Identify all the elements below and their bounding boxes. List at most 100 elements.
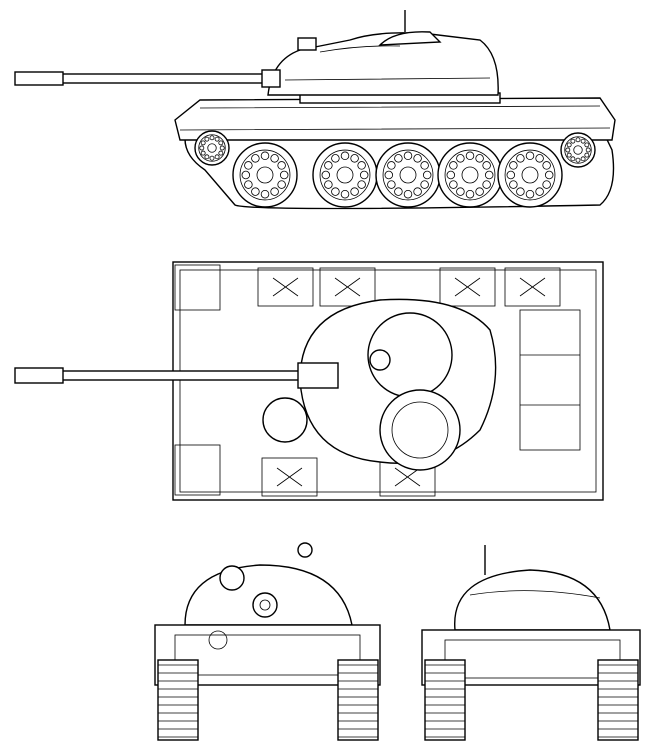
road-wheel-hole [260,189,270,199]
storage-box-cross [334,277,361,297]
drive-sprocket-hole [584,152,590,158]
road-wheel-hole [456,187,465,196]
drive-sprocket-hub [573,145,583,155]
idler-wheel-hole [200,150,206,156]
idler-wheel-hole [204,154,210,160]
road-wheel-hole [251,154,260,163]
road-wheel-hole [357,161,366,170]
road-wheel-hole [403,151,413,161]
road-wheel-hole [449,161,458,170]
drive-sprocket-hole [565,147,571,153]
road-wheel-hole [535,154,544,163]
road-wheel [312,142,378,208]
road-wheel-hole [384,170,394,180]
road-wheel-hole [535,187,544,196]
road-wheel [497,142,563,208]
top-view [14,261,604,501]
road-wheel-hole [324,180,333,189]
drive-sprocket-hole [585,147,591,153]
front-gun-mantlet [252,592,278,618]
road-wheel-hole [277,180,286,189]
side-gun-barrel [59,73,276,84]
rear-view [421,545,641,741]
side-track-outline [184,119,615,210]
idler-wheel-hole [214,154,220,160]
road-wheel-hub [256,166,274,184]
top-muzzle [14,367,64,384]
road-wheel-rim [319,149,371,201]
road-wheel-hole [516,187,525,196]
storage-box [319,267,376,307]
drive-sprocket-hole [575,157,581,163]
road-wheel-hole [475,154,484,163]
road-wheel-hole [251,187,260,196]
idler-wheel-hole [200,140,206,146]
road-wheel-hole [475,187,484,196]
road-wheel-hole [340,151,350,161]
storage-box-cross [272,277,299,297]
road-wheel [232,142,298,208]
road-wheel-hole [420,180,429,189]
road-wheel-hole [350,154,359,163]
top-gun-barrel [59,370,306,381]
idler-wheel-hole [218,140,224,146]
road-wheel-hole [525,189,535,199]
road-wheel-hole [449,180,458,189]
storage-box-cross [519,277,546,297]
road-wheel-hole [525,151,535,161]
road-wheel-rim [444,149,496,201]
idler-wheel-hole [209,155,215,161]
drive-sprocket-hole [566,152,572,158]
road-wheel-hole [359,170,369,180]
road-wheel-hole [260,151,270,161]
road-wheel-hole [241,170,251,180]
road-wheel-hole [324,161,333,170]
idler-wheel-hole [214,136,220,142]
side-muzzle [14,71,64,86]
storage-box [261,457,318,497]
road-wheel-hole [270,154,279,163]
rear-track-right [597,659,639,741]
road-wheel-hole [542,161,551,170]
road-wheel-hole [465,189,475,199]
storage-box-cross [394,467,421,487]
side-view [14,10,616,210]
drive-sprocket-hole [566,142,572,148]
road-wheel-hub [521,166,539,184]
road-wheel-rim [382,149,434,201]
road-wheel-hole [244,180,253,189]
road-wheel-rim [239,149,291,201]
road-wheel-hole [403,189,413,199]
front-view [154,542,381,741]
road-wheel-hole [394,187,403,196]
drive-sprocket [560,132,596,168]
idler-wheel-rim [198,134,226,162]
road-wheel [437,142,503,208]
road-wheel-hole [506,170,516,180]
road-wheel-hole [413,154,422,163]
road-wheel-hole [420,161,429,170]
road-wheel-hole [484,170,494,180]
road-wheel-hole [340,189,350,199]
idler-wheel-hole [204,136,210,142]
road-wheel-hole [331,154,340,163]
road-wheel-hole [413,187,422,196]
road-wheel-hole [456,154,465,163]
road-wheel-hub [461,166,479,184]
drive-sprocket-hole [580,138,586,144]
road-wheel-hole [270,187,279,196]
drive-sprocket-hole [580,156,586,162]
road-wheel-hole [321,170,331,180]
road-wheel-hole [516,154,525,163]
road-wheel [375,142,441,208]
idler-wheel-hole [209,135,215,141]
road-wheel-hole [279,170,289,180]
road-wheel-hub [336,166,354,184]
road-wheel-rim [504,149,556,201]
idler-wheel [194,130,230,166]
road-wheel-hole [465,151,475,161]
drive-sprocket-hole [584,142,590,148]
rear-track-left [424,659,466,741]
side-hull [174,97,616,141]
road-wheel-hole [387,161,396,170]
